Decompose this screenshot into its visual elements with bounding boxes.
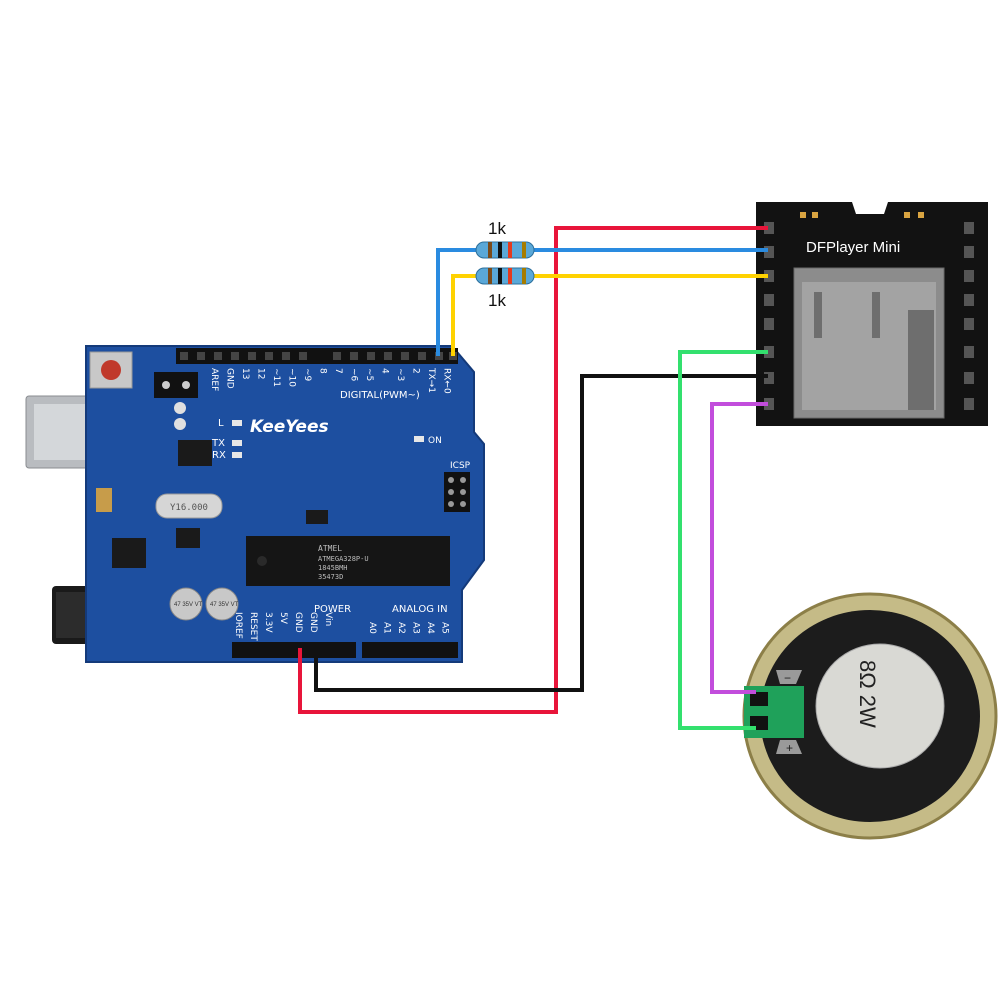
analog-header <box>362 642 458 658</box>
wire-purple-spk <box>710 402 768 694</box>
analog-pin-label-4: A4 <box>425 622 435 634</box>
digital-pin-label-13: 2 <box>411 368 421 374</box>
capacitor-1 <box>169 587 203 621</box>
dfplayer-title: DFPlayer Mini <box>806 239 900 256</box>
fuse <box>96 488 112 512</box>
speaker: 8Ω 2W − + <box>742 592 998 840</box>
wire-yellow-rx-a <box>451 274 476 356</box>
voltage-regulator <box>112 538 146 568</box>
resistor-bottom <box>475 267 535 285</box>
wire-red-vcc <box>298 226 768 714</box>
digital-pin-label-0: AREF <box>209 368 219 391</box>
crystal-label: Y16.000 <box>170 503 208 513</box>
analog-pin-label-5: A5 <box>440 622 450 634</box>
digital-pin-label-2: 13 <box>240 368 250 379</box>
power-header <box>232 642 356 658</box>
digital-pin-label-6: ~9 <box>302 368 312 382</box>
capacitor-2 <box>205 587 239 621</box>
power-pin-label-4: GND <box>293 612 303 633</box>
speaker-magnet <box>815 643 945 769</box>
atmega-chip <box>246 536 450 586</box>
analog-pin-label-3: A3 <box>411 622 421 634</box>
analog-label: ANALOG IN <box>392 604 448 615</box>
analog-pin-label-0: A0 <box>367 622 377 634</box>
wire-blue-tx-a <box>436 248 476 356</box>
digital-pin-label-14: TX→1 <box>426 367 436 393</box>
power-pin-label-2: 3.3V <box>263 612 273 633</box>
digital-pin-label-3: 12 <box>256 368 266 379</box>
digital-pin-label-4: ~11 <box>271 368 281 387</box>
wire-black-gnd <box>314 374 768 692</box>
digital-pin-label-5: ~10 <box>287 368 297 387</box>
cap-label-2: 47 35V VT <box>210 602 239 608</box>
dfplayer-right-pins <box>964 222 974 410</box>
cap-label-1: 47 35V VT <box>174 602 203 608</box>
digital-pin-label-11: 4 <box>380 368 390 374</box>
power-pin-label-6: Vin <box>323 612 333 626</box>
digital-pin-label-7: 8 <box>318 368 328 374</box>
digital-pin-label-1: GND <box>225 368 235 389</box>
speaker-plus: + <box>786 741 793 755</box>
chip-line-2: ATMEGA328P-U <box>318 555 369 563</box>
analog-pin-label-2: A2 <box>396 622 406 634</box>
resistor-top <box>475 241 535 259</box>
digital-pin-label-8: 7 <box>333 368 343 374</box>
resistor-bottom-label: 1k <box>488 291 506 310</box>
icsp-label: ICSP <box>450 461 471 471</box>
led-l-label: L <box>218 418 224 429</box>
power-pin-label-1: RESET <box>248 612 258 641</box>
arduino-brand: KeeYees <box>250 417 329 437</box>
power-pin-label-5: GND <box>308 612 318 633</box>
wire-green-spk <box>678 350 768 730</box>
digital-pin-label-12: ~3 <box>395 368 405 381</box>
analog-pin-label-1: A1 <box>382 622 392 634</box>
led-on-label: ON <box>428 436 442 446</box>
resistor-top-label: 1k <box>488 219 506 238</box>
power-label: POWER <box>314 604 351 615</box>
power-pin-label-0: IOREF <box>233 612 243 639</box>
wires <box>298 226 768 730</box>
power-pin-label-3: 5V <box>278 612 288 625</box>
digital-label: DIGITAL(PWM~) <box>340 390 420 401</box>
digital-pin-label-15: RX←0 <box>442 368 452 394</box>
led-rx-label: RX <box>212 450 226 461</box>
digital-pin-label-9: ~6 <box>349 368 359 382</box>
crystal <box>155 493 223 519</box>
chip-line-4: 35473D <box>318 573 343 581</box>
speaker-minus: − <box>784 671 791 685</box>
led-tx-label: TX <box>211 438 225 449</box>
usb-chip <box>178 440 212 466</box>
dfplayer-module: DFPlayer Mini <box>756 202 988 426</box>
chip-line-1: ATMEL <box>318 544 342 553</box>
icsp-header <box>444 472 470 512</box>
speaker-rating: 8Ω 2W <box>855 660 880 728</box>
chip-line-3: 1845BMH <box>318 564 348 572</box>
dfplayer-left-pins <box>764 222 774 410</box>
small-header <box>154 372 198 398</box>
digital-pin-label-10: ~5 <box>364 368 374 381</box>
